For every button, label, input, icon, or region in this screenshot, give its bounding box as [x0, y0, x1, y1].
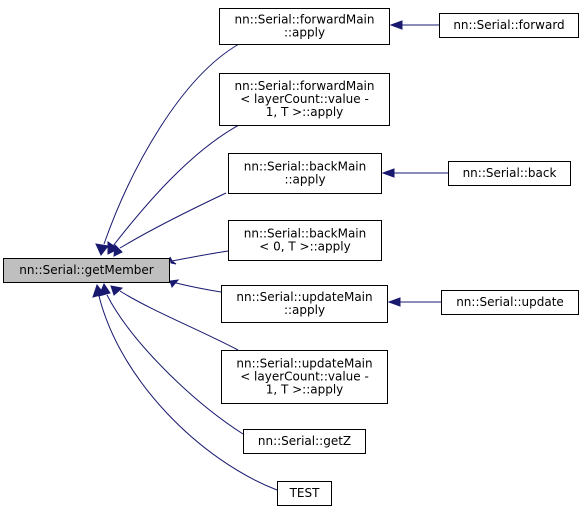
node-label-line: TEST [289, 486, 321, 500]
node-backMain-0-apply[interactable]: nn::Serial::backMain< 0, T >::apply [228, 220, 382, 261]
node-box[interactable] [228, 220, 382, 261]
node-label-line: ::apply [284, 303, 325, 317]
edge-line [119, 290, 239, 351]
node-label-line: nn::Serial::getMember [19, 263, 153, 277]
node-label-line: ::apply [284, 173, 325, 187]
node-box[interactable] [219, 73, 390, 126]
node-label-line: nn::Serial::updateMain [236, 357, 372, 371]
edge-line [112, 124, 240, 247]
node-box[interactable] [228, 153, 382, 194]
node-backMain-apply[interactable]: nn::Serial::backMain::apply [228, 153, 382, 194]
node-label-line: 1, T >::apply [266, 105, 344, 119]
arrowhead-icon [107, 241, 119, 255]
node-forwardMain-layer-apply[interactable]: nn::Serial::forwardMain< layerCount::val… [219, 73, 390, 126]
node-forward[interactable]: nn::Serial::forward [439, 13, 579, 38]
edge-forward-to-forwardMain_apply [389, 20, 439, 30]
node-box[interactable] [441, 290, 579, 315]
node-updateMain-apply[interactable]: nn::Serial::updateMain::apply [221, 285, 388, 323]
node-label-line: nn::Serial::backMain [244, 160, 367, 174]
node-updateMain-layer-apply[interactable]: nn::Serial::updateMain< layerCount::valu… [221, 350, 388, 404]
node-back[interactable]: nn::Serial::back [448, 161, 571, 186]
node-box[interactable] [219, 8, 390, 45]
node-label-line: < 0, T >::apply [259, 240, 350, 254]
arrowhead-icon [95, 243, 109, 256]
edge-updateMain_layer_apply-to-getMember [110, 285, 239, 351]
edge-line [171, 281, 222, 293]
node-label-line: nn::Serial::forwardMain [235, 13, 375, 27]
edge-update-to-updateMain_apply [387, 297, 441, 307]
arrowhead-icon [387, 297, 401, 307]
node-label-line: < layerCount::value - [240, 370, 369, 384]
node-label-line: nn::Serial::forwardMain [235, 79, 375, 93]
node-getZ[interactable]: nn::Serial::getZ [243, 429, 366, 454]
node-label-line: < layerCount::value - [240, 92, 369, 106]
edge-line [171, 250, 229, 262]
node-box[interactable] [221, 350, 388, 404]
arrowhead-icon [169, 256, 177, 265]
arrowhead-icon [169, 279, 180, 288]
edge-backMain_apply-to-getMember [113, 192, 227, 257]
node-label-line: nn::Serial::getZ [258, 434, 351, 448]
node-TEST[interactable]: TEST [277, 481, 332, 506]
edge-forwardMain_apply-to-getMember [95, 43, 240, 256]
arrowhead-icon [92, 283, 105, 298]
arrowhead-icon [381, 168, 395, 178]
edge-line [106, 294, 244, 435]
node-label-line: nn::Serial::updateMain [236, 290, 372, 304]
node-update[interactable]: nn::Serial::update [441, 290, 579, 315]
edge-updateMain_apply-to-getMember [169, 279, 222, 293]
edge-back-to-backMain_apply [381, 168, 448, 178]
edge-layer [92, 20, 448, 491]
node-label-line: nn::Serial::update [456, 295, 564, 309]
node-layer: nn::Serial::getMember nn::Serial::forward… [3, 8, 579, 506]
node-label-line: nn::Serial::forward [453, 18, 564, 32]
arrowhead-icon [389, 20, 403, 30]
arrowhead-icon [113, 243, 123, 257]
edge-TEST-to-getMember [92, 283, 278, 491]
node-getMember[interactable]: nn::Serial::getMember [3, 258, 170, 283]
node-forwardMain-apply[interactable]: nn::Serial::forwardMain::apply [219, 8, 390, 45]
node-label-line: nn::Serial::backMain [244, 227, 367, 241]
edge-line [119, 192, 227, 249]
node-box[interactable] [243, 429, 366, 454]
arrowhead-icon [110, 285, 124, 296]
edge-forwardMain_layer_apply-to-getMember [107, 124, 240, 255]
node-box[interactable] [439, 13, 579, 38]
node-box[interactable] [3, 258, 170, 283]
node-label-line: nn::Serial::back [463, 166, 557, 180]
node-label-line: 1, T >::apply [266, 383, 344, 397]
edge-line [103, 43, 240, 245]
node-box[interactable] [448, 161, 571, 186]
edge-line [98, 295, 278, 491]
node-box[interactable] [221, 285, 388, 323]
node-box[interactable] [277, 481, 332, 506]
edge-backMain_0_apply-to-getMember [169, 250, 229, 265]
node-label-line: ::apply [284, 26, 325, 40]
